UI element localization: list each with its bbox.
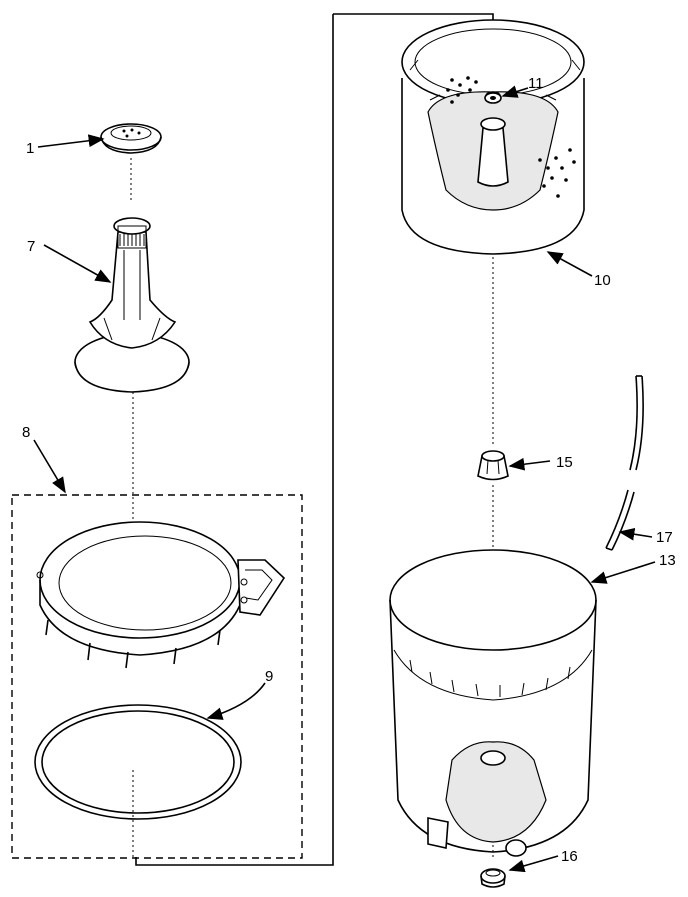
callout-17: 17 bbox=[656, 529, 673, 546]
part-hose bbox=[605, 375, 644, 551]
leader-lines bbox=[33, 85, 656, 873]
part-tub-ring bbox=[36, 521, 286, 669]
part-seal-ring bbox=[34, 704, 242, 820]
callout-labels: 1 7 8 9 10 11 13 15 16 17 bbox=[22, 75, 676, 865]
callout-9: 9 bbox=[265, 668, 273, 685]
callout-7: 7 bbox=[27, 238, 35, 255]
part-spin-basket bbox=[401, 19, 585, 255]
callout-8: 8 bbox=[22, 424, 30, 441]
callout-16: 16 bbox=[561, 848, 578, 865]
part-agitator bbox=[74, 217, 190, 393]
part-outer-tub bbox=[389, 549, 597, 857]
callout-15: 15 bbox=[556, 454, 573, 471]
callout-1: 1 bbox=[26, 140, 34, 157]
part-plug bbox=[480, 868, 506, 888]
part-nut bbox=[484, 92, 502, 104]
part-cap bbox=[100, 123, 162, 154]
callout-11: 11 bbox=[528, 75, 544, 92]
callout-10: 10 bbox=[594, 272, 611, 289]
callout-13: 13 bbox=[659, 552, 676, 569]
part-drive-block bbox=[477, 450, 509, 481]
assembly-group-box bbox=[11, 494, 303, 859]
